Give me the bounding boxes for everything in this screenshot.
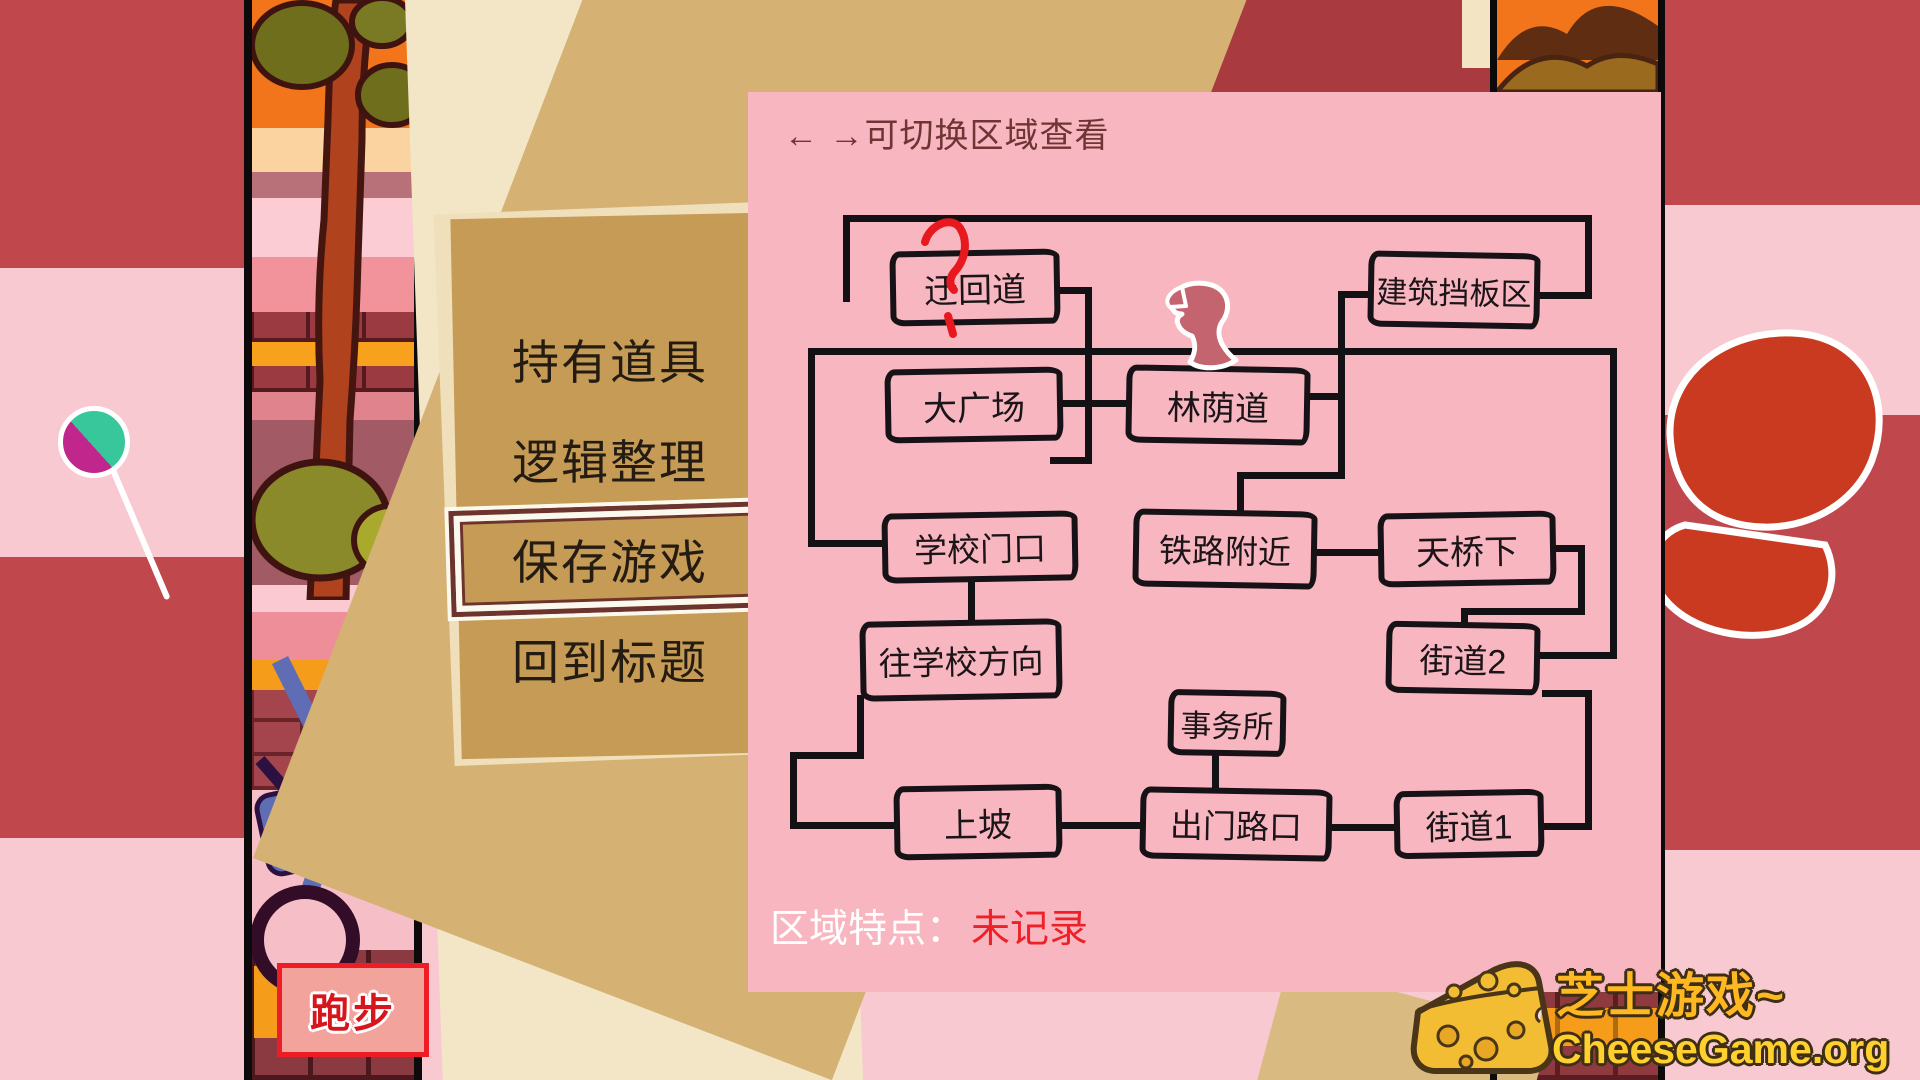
brand-title: 芝士游戏~ [1556,970,1787,1023]
map-node-uphill[interactable]: 上坡 [893,783,1063,861]
map-edge [1237,472,1244,521]
map-edge [843,215,1592,222]
red-cap-icon [1648,329,1883,639]
map-node-office[interactable]: 事务所 [1167,688,1287,758]
map-edge [1308,393,1345,400]
map-node-tree-lined-road[interactable]: 林荫道 [1125,364,1311,446]
map-edge [790,822,903,829]
map-edge [1237,472,1345,479]
map-node-street-1[interactable]: 街道1 [1393,788,1545,860]
map-edge [1330,824,1403,831]
region-note-label: 区域特点： [770,908,966,951]
map-edge [857,695,864,759]
map-edge [790,752,797,829]
mountain-trees-icon [1497,5,1658,95]
map-edge [843,215,850,302]
map-node-big-plaza[interactable]: 大广场 [884,366,1064,444]
region-note: 区域特点：未记录 [770,898,1088,954]
bg-left-red-mid [0,557,250,838]
map-edge [1540,823,1592,830]
map-edge [968,577,975,631]
map-edge [1578,545,1585,615]
player-head-icon [1165,280,1239,371]
left-scene-strip [250,0,422,1080]
map-edge [1050,457,1092,464]
strip-border-left [244,0,252,1080]
bg-left-red-top [0,0,250,268]
tree-icon [250,0,422,600]
map-edge [790,752,864,759]
cheese-icon [1410,961,1555,1074]
map-node-exit-crossing[interactable]: 出门路口 [1139,786,1333,862]
map-edge [1585,690,1592,830]
map-edge [1461,608,1585,615]
map-edge [1212,750,1219,799]
menu-item-2[interactable]: 逻辑整理 [512,435,708,489]
map-edge [1060,400,1137,407]
brand-url[interactable]: CheeseGame.org [1552,1026,1890,1072]
map-edge [1540,652,1617,659]
menu-item-4[interactable]: 回到标题 [512,635,708,689]
map-edge [1610,348,1617,659]
map-edge [808,540,895,547]
map-node-toward-school[interactable]: 往学校方向 [859,618,1063,702]
map-edge [1060,822,1149,829]
map-edge [1538,292,1592,299]
map-edge [808,348,815,547]
map-node-under-overpass[interactable]: 天桥下 [1377,510,1557,588]
red-scribble-mark [921,218,969,338]
map-node-railway-nearby[interactable]: 铁路附近 [1132,508,1318,590]
map-node-street-2[interactable]: 街道2 [1385,620,1541,696]
map-edge [1085,287,1092,464]
region-note-value: 未记录 [971,908,1089,951]
lollipop-icon [58,406,130,478]
map-edge [1542,690,1592,697]
map-edge [1585,215,1592,299]
map-edge [1552,545,1585,552]
run-button[interactable]: 跑步 [277,963,429,1057]
map-edge [1055,287,1092,294]
map-edge [1314,549,1389,556]
map-edge [1338,291,1345,479]
bg-right-red-top [1658,0,1920,205]
menu-item-3[interactable]: 保存游戏 [512,535,708,589]
map-edge [1338,291,1379,298]
right-strip-border-right [1658,0,1665,1080]
bg-top-cream-corner [1462,0,1494,68]
map-node-building-hoarding-area[interactable]: 建筑挡板区 [1367,250,1541,330]
menu-item-1[interactable]: 持有道具 [512,335,708,389]
map-node-school-gate[interactable]: 学校门口 [881,510,1079,584]
map-switch-hint: ← →可切换区域查看 [784,117,1110,155]
